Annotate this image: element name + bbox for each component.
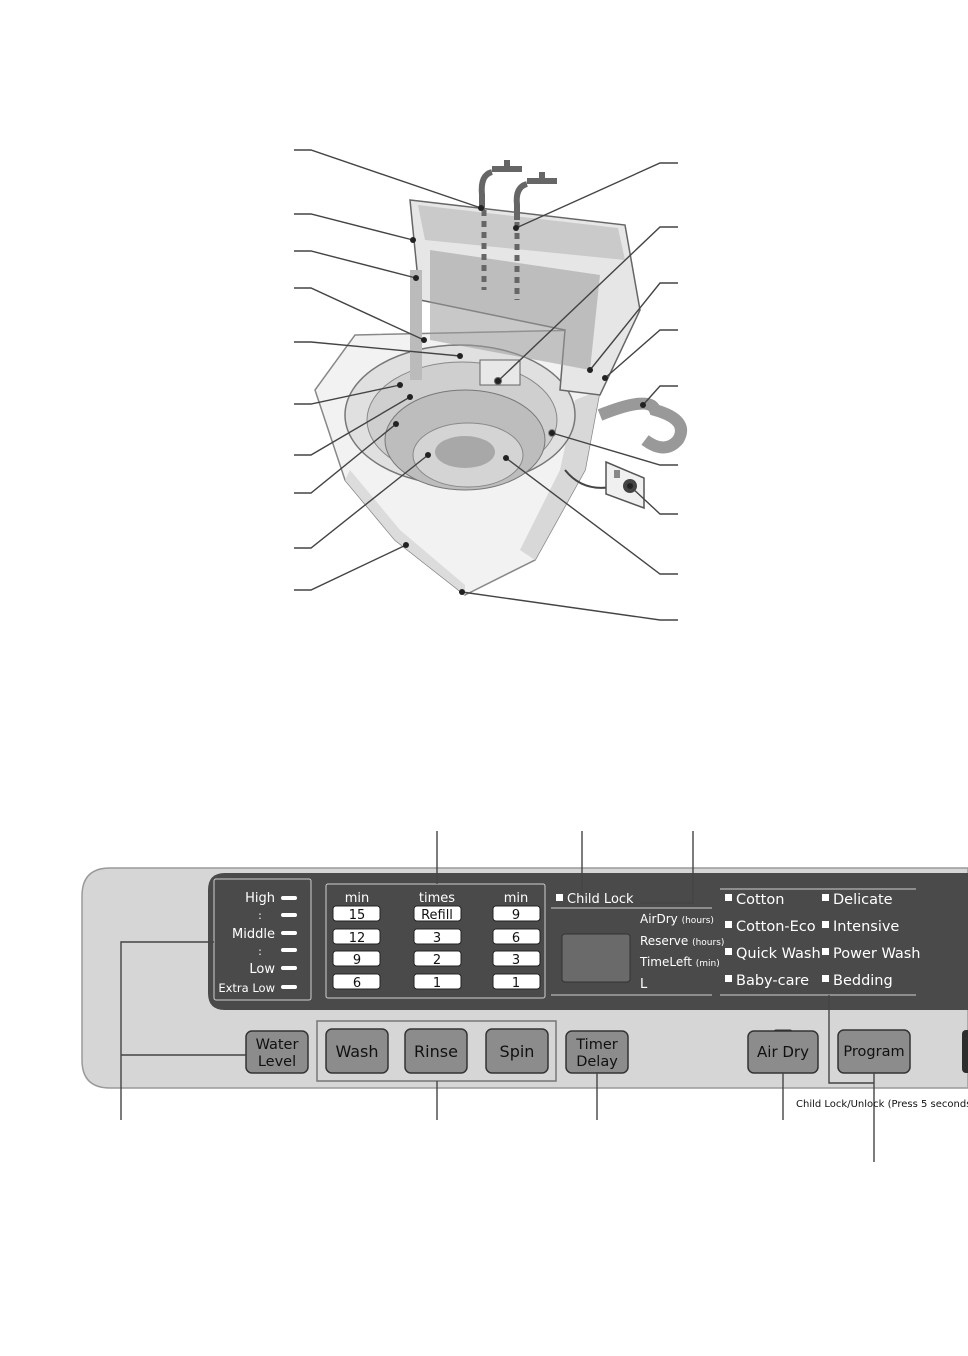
program-button-label: Program <box>843 1044 904 1060</box>
washing-machine-illustration <box>314 160 687 596</box>
level-tick: : <box>258 945 262 958</box>
callout-lines-illustration <box>294 149 678 621</box>
wash-column-header: min <box>345 891 370 906</box>
level-led <box>281 896 297 900</box>
level-tick: : <box>258 909 262 922</box>
program-label-delicate: Delicate <box>833 892 893 908</box>
water-level-button-label-line2: Level <box>258 1054 296 1070</box>
l-symbol: L <box>640 977 648 992</box>
program-label-cotton-eco: Cotton-Eco <box>736 919 816 935</box>
air-dry-button[interactable]: Air Dry <box>747 1029 819 1074</box>
spin-time-value: 9 <box>512 908 520 923</box>
wash-time-value: 9 <box>353 953 361 968</box>
level-label-high: High <box>245 891 275 906</box>
callout-lines-panel <box>120 831 875 1162</box>
child-lock-unlock-note: Child Lock/Unlock (Press 5 seconds) <box>796 1099 968 1110</box>
air-dry-display-label: AirDry (hours) <box>640 912 714 926</box>
rinse-button-label: Rinse <box>414 1042 458 1061</box>
spin-time-value: 6 <box>512 931 520 946</box>
program-label-cotton: Cotton <box>736 892 784 908</box>
program-button[interactable]: Program <box>837 1029 911 1074</box>
wash-button-label: Wash <box>335 1042 378 1061</box>
water-level-button[interactable]: Water Level <box>245 1030 309 1074</box>
level-label-extra-low: Extra Low <box>218 981 275 995</box>
timer-delay-button-label-line2: Delay <box>576 1054 618 1070</box>
program-led <box>822 894 829 901</box>
water-level-indicators: High : Middle : Low Extra Low <box>213 878 312 1001</box>
wash-time-value: 6 <box>353 976 361 991</box>
digital-display <box>561 933 631 983</box>
level-led <box>281 948 297 952</box>
program-label-power-wash: Power Wash <box>833 946 921 962</box>
program-led <box>725 894 732 901</box>
rinse-column-header: times <box>419 891 455 906</box>
partial-button[interactable] <box>962 1030 968 1073</box>
program-led <box>822 948 829 955</box>
level-led <box>281 985 297 989</box>
program-label-bedding: Bedding <box>833 973 893 989</box>
program-led <box>822 921 829 928</box>
timer-delay-button-label-line1: Timer <box>575 1037 617 1053</box>
reserve-display-label: Reserve (hours) <box>640 934 724 948</box>
wash-button[interactable]: Wash <box>325 1028 389 1074</box>
program-label-intensive: Intensive <box>833 919 899 935</box>
level-led <box>281 966 297 970</box>
program-led <box>822 975 829 982</box>
rinse-times-value: 3 <box>433 931 441 946</box>
wash-time-value: 15 <box>349 908 366 923</box>
timer-delay-button[interactable]: Timer Delay <box>565 1030 629 1074</box>
callout-points <box>393 205 646 595</box>
level-led <box>281 931 297 935</box>
spin-time-value: 1 <box>512 976 520 991</box>
wash-time-value: 12 <box>349 931 366 946</box>
spin-button-label: Spin <box>500 1042 535 1061</box>
rinse-button[interactable]: Rinse <box>404 1028 468 1074</box>
program-led <box>725 921 732 928</box>
power-socket-icon <box>605 460 645 510</box>
rinse-times-value: 1 <box>433 976 441 991</box>
spin-button[interactable]: Spin <box>485 1028 549 1074</box>
display-section: Child Lock AirDry (hours) Reserve (hours… <box>551 892 724 996</box>
program-led <box>725 948 732 955</box>
program-led <box>725 975 732 982</box>
level-led <box>281 913 297 917</box>
spin-column-header: min <box>504 891 529 906</box>
water-level-button-label-line1: Water <box>256 1037 299 1053</box>
child-lock-label: Child Lock <box>567 892 634 907</box>
level-label-low: Low <box>249 962 275 977</box>
spin-time-value: 3 <box>512 953 520 968</box>
rinse-times-value: Refill <box>421 908 453 923</box>
timer-columns: min times min 15 12 9 6 Refill 3 2 1 9 6… <box>325 883 546 999</box>
child-lock-indicator <box>556 894 563 901</box>
program-label-quick-wash: Quick Wash <box>736 946 821 962</box>
water-tap-icon <box>478 160 557 300</box>
rinse-times-value: 2 <box>433 953 441 968</box>
time-left-display-label: TimeLeft (min) <box>639 955 720 969</box>
program-label-baby-care: Baby-care <box>736 973 809 989</box>
level-label-middle: Middle <box>232 927 275 942</box>
program-list: Cotton Cotton-Eco Quick Wash Baby-care D… <box>720 888 921 996</box>
air-dry-button-label: Air Dry <box>757 1043 809 1061</box>
